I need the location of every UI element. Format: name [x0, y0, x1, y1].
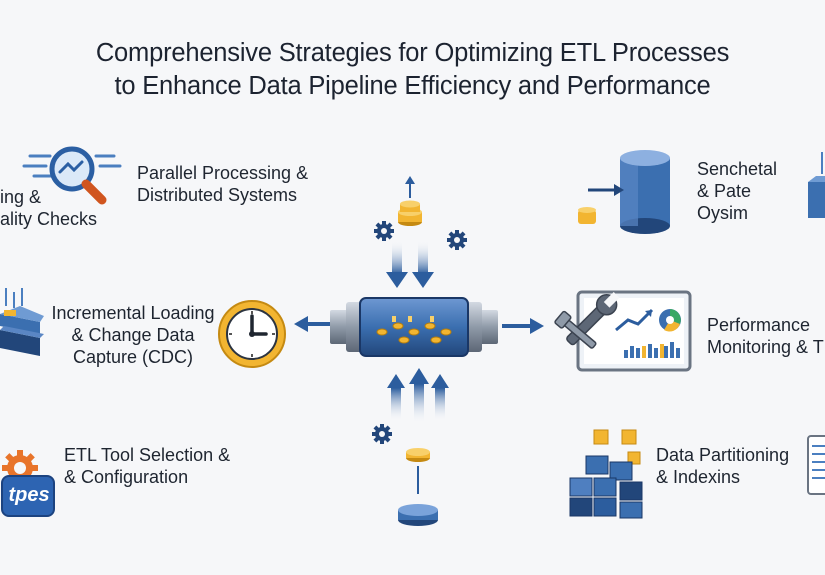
document-icon [807, 435, 825, 495]
incremental-loading-label: Incremental Loading & Change Data Captur… [51, 303, 215, 367]
data-partitioning-label: Data Partitioning & Indexins [656, 445, 790, 487]
quality-checks-label: ing & ality Checks [0, 187, 98, 229]
title-line-1: Comprehensive Strategies for Optimizing … [95, 39, 730, 67]
performance-monitor-icon [554, 290, 692, 372]
magnifier-icon [22, 146, 122, 205]
etl-tool-selection-label: ETL Tool Selection & & Configuration [64, 445, 231, 487]
server-stack-icon [0, 288, 44, 356]
etl-tool-badge-text: tpes [8, 484, 50, 506]
clock-icon [218, 300, 286, 368]
database-cylinder-icon [578, 150, 670, 234]
partition-cubes-icon [569, 429, 643, 519]
title-line-2: to Enhance Data Pipeline Efficiency and … [114, 72, 711, 100]
etl-tool-badge-icon [1, 475, 55, 517]
server-block-icon [808, 152, 825, 218]
central-pipeline-diagram [294, 176, 544, 526]
performance-monitoring-label: Performance Monitoring & T [707, 315, 824, 357]
senchetal-label: Senchetal & Pate Oysim [697, 159, 778, 223]
parallel-processing-label: Parallel Processing & Distributed System… [137, 163, 309, 205]
